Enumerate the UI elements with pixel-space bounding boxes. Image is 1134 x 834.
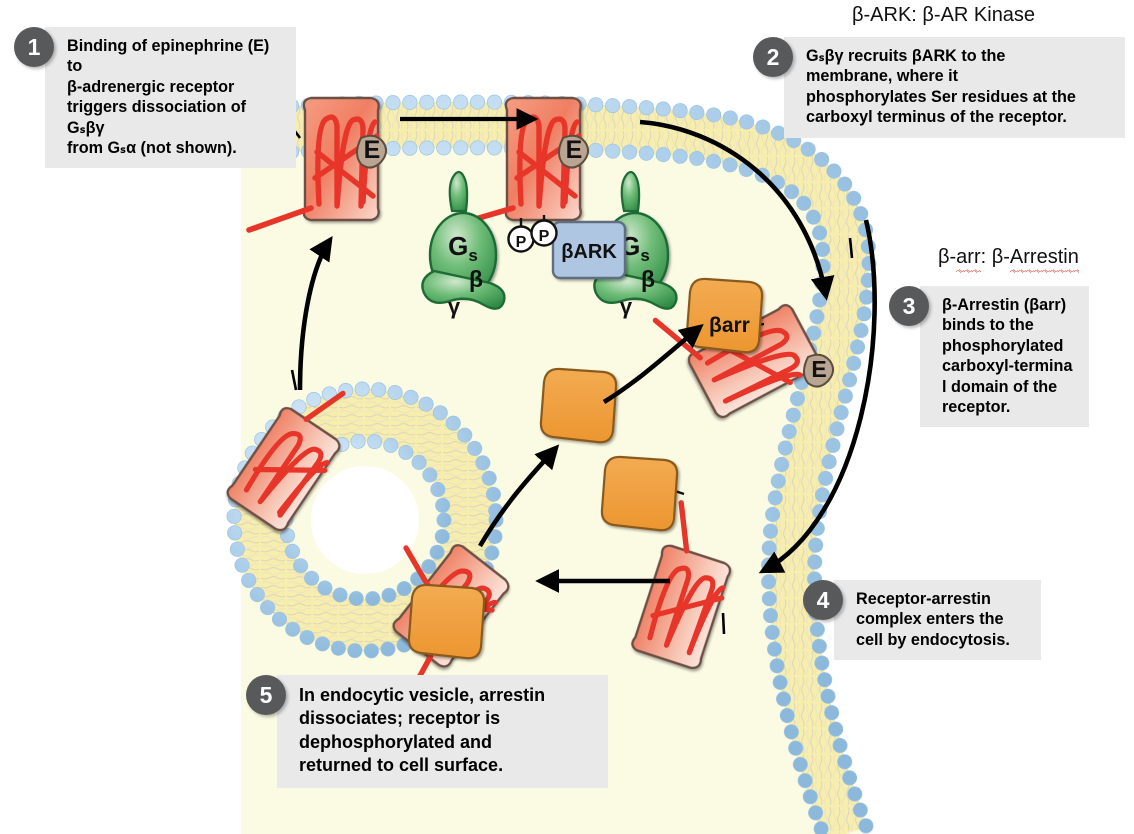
barr-key-prefix: β- (938, 246, 957, 268)
callout-step-1[interactable]: 1 Binding of epinephrine (E) to β-adrene… (14, 27, 296, 169)
step-1-badge: 1 (14, 27, 54, 67)
step-3-line-5: l domain of the (942, 377, 1058, 396)
arrestin-dissociating-from-vesicle (407, 583, 486, 660)
receptor-3-arrestin-bound: E (652, 303, 834, 419)
step-2-line-2: membrane, where it (806, 67, 959, 86)
phosphate-group-2: P (530, 215, 558, 247)
step-4-text: Receptor-arrestin complex enters the cel… (834, 580, 1041, 661)
step-4-line-1: Receptor-arrestin (856, 590, 991, 608)
step-1-text: Binding of epinephrine (E) to β-adrenerg… (45, 27, 296, 169)
leader-membrane-right-upper (848, 237, 854, 259)
step-3-text: β-Arrestin (βarr) binds to the phosphory… (920, 286, 1089, 428)
step-1-line-4: from Gₛα (not shown). (67, 139, 237, 158)
arrestin-bound-to-receptor-4 (600, 455, 679, 532)
svg-text:E: E (811, 356, 826, 382)
epinephrine-1: E (356, 134, 387, 169)
leader-vesicle-tick (290, 369, 298, 391)
step-2-line-4: carboxyl terminus of the receptor. (806, 108, 1067, 127)
step-5-line-1: In endocytic vesicle, arrestin (299, 685, 546, 705)
step-1-line-1: Binding of epinephrine (E) to (67, 37, 270, 76)
step-2-line-1: Gₛβγ recruits βARK to the (806, 47, 1006, 65)
receptor-1-unphosphorylated: E (246, 96, 387, 233)
epinephrine-2: E (558, 134, 589, 169)
callout-step-5[interactable]: 5 In endocytic vesicle, arrestin dissoci… (246, 675, 608, 788)
receptor-4-endocytosing (631, 500, 732, 670)
barr-key-misspelled-arrestin: Arrestin (1009, 246, 1079, 273)
svg-text:γ: γ (448, 294, 461, 319)
svg-text:βarr: βarr (709, 314, 750, 337)
arrow-step2-to-step3 (639, 119, 835, 301)
barr-key-separator: : β- (980, 246, 1010, 268)
barr-key-misspelled-arr: arr (956, 246, 982, 273)
receptor-5-on-vesicle (226, 390, 346, 532)
callout-step-3[interactable]: 3 β-Arrestin (βarr) binds to the phospho… (889, 286, 1089, 428)
arrestin-bound-to-receptor-3: βarr (685, 277, 764, 354)
arrow-step3-to-step4 (758, 219, 877, 574)
leader-membrane-right-lower (721, 612, 726, 635)
svg-text:γ: γ (620, 294, 633, 319)
step-1-line-2: β-adrenergic receptor (67, 77, 235, 96)
step-3-line-1: β-Arrestin (βarr) (942, 296, 1067, 314)
svg-text:E: E (566, 136, 583, 164)
process-arrows (297, 108, 877, 593)
step-5-line-4: returned to cell surface. (299, 755, 504, 776)
svg-text:P: P (539, 228, 550, 245)
svg-text:E: E (364, 136, 381, 164)
step-1-line-3: triggers dissociation of Gₛβγ (67, 98, 246, 137)
receptor-1-carboxyl-tail (246, 205, 314, 233)
beta-ark-kinase: βARK (551, 220, 627, 280)
step-5-line-3: dephosphorylated and (299, 731, 493, 752)
step-5-badge: 5 (246, 675, 286, 715)
step-5-line-2: dissociates; receptor is (299, 708, 501, 729)
step-4-line-2: complex enters the (856, 610, 1004, 629)
callout-step-2[interactable]: 2 Gₛβγ recruits βARK to the membrane, wh… (753, 37, 1125, 138)
step-4-badge: 4 (803, 580, 843, 620)
step-3-line-3: phosphorylated (942, 336, 1064, 355)
arrow-arrestin-release (478, 444, 560, 548)
step-2-text: Gₛβγ recruits βARK to the membrane, wher… (784, 37, 1125, 138)
step-3-badge: 3 (889, 286, 929, 326)
svg-text:β: β (469, 266, 483, 292)
callout-step-4[interactable]: 4 Receptor-arrestin complex enters the c… (803, 580, 1041, 661)
svg-text:βARK: βARK (561, 241, 617, 263)
svg-text:β: β (641, 266, 655, 292)
arrow-vesicle-to-membrane (297, 236, 333, 391)
step-3-line-4: carboxyl-termina (942, 357, 1073, 376)
step-4-line-3: cell by endocytosis. (856, 630, 1010, 649)
g-protein-beta-gamma-1: Gs β γ (421, 170, 506, 319)
step-2-line-3: phosphorylates Ser residues at the (806, 87, 1076, 106)
arrestin-free-cytosolic (539, 367, 618, 444)
svg-text:P: P (516, 234, 527, 251)
step-5-text: In endocytic vesicle, arrestin dissociat… (277, 675, 608, 788)
arrow-arrestin-recycle (602, 323, 704, 404)
step-2-badge: 2 (753, 37, 793, 77)
step-3-line-6: receptor. (942, 398, 1011, 417)
step-3-line-2: binds to the (942, 316, 1034, 335)
bark-key-header: β-ARK: β-AR Kinase (852, 4, 1036, 26)
barr-key-header: β-arr: β-Arrestin (938, 246, 1079, 273)
epinephrine-3: E (803, 353, 834, 388)
